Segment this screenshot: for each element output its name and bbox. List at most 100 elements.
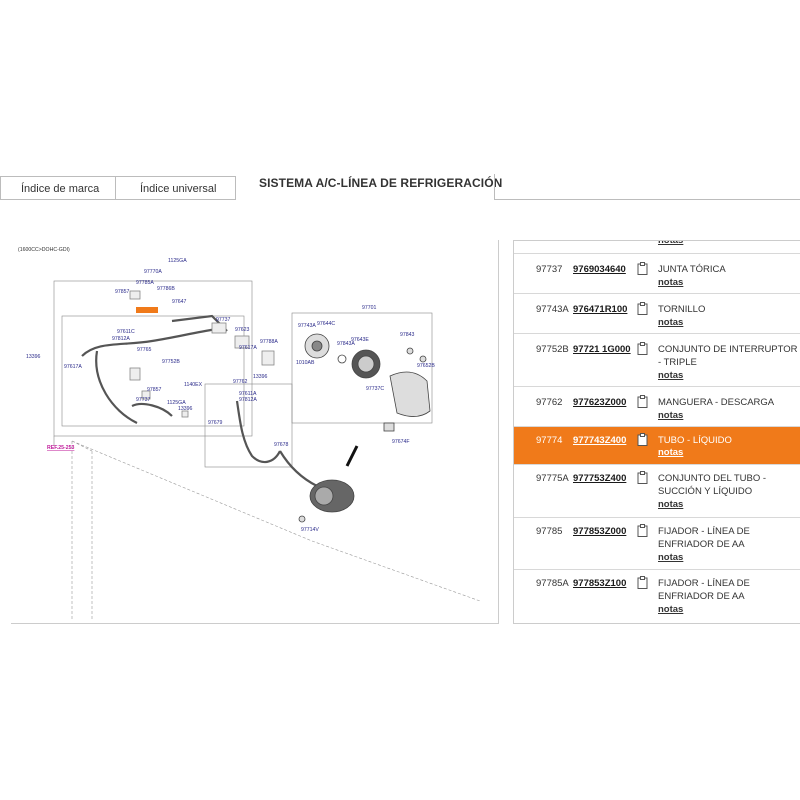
row-code: 97743A	[536, 304, 569, 315]
page-title: SISTEMA A/C-LÍNEA DE REFRIGERACIÓN	[259, 176, 503, 190]
diagram-label: 97611C	[117, 329, 135, 335]
notes-link[interactable]: notas	[658, 499, 684, 510]
diagram-boxes	[53, 280, 433, 468]
diagram-label: 97752B	[162, 359, 180, 365]
lower-compressor	[298, 445, 359, 523]
table-row[interactable]: 97775A 977753Z400 CONJUNTO DEL TUBO - SU…	[514, 465, 800, 518]
table-row[interactable]: 97743A 976471R100 TORNILLO notas	[514, 294, 800, 334]
diagram-label: 97623	[235, 327, 250, 333]
row-code: 97775A	[536, 473, 569, 484]
diagram-label: 97765	[137, 347, 152, 353]
part-description: TORNILLO	[658, 304, 706, 315]
clipboard-icon[interactable]	[637, 576, 648, 589]
diagram-label: 97857	[115, 289, 130, 295]
diagram-label: 97674F	[392, 439, 410, 445]
notes-link[interactable]: notas	[658, 552, 684, 563]
diagram-label: 97652B	[417, 363, 435, 369]
table-row[interactable]: 97785 977853Z000 FIJADOR - LÍNEA DE ENFR…	[514, 518, 800, 570]
diagram-label: 97743A	[298, 323, 316, 329]
diagram-label: 97644C	[317, 321, 335, 327]
part-number-link[interactable]: 977853Z100	[573, 578, 627, 589]
highlight-marker	[136, 307, 158, 313]
diagram-label: 97617A	[239, 345, 257, 351]
diagram-label: 97788A	[260, 339, 278, 345]
notes-link[interactable]: notas	[658, 370, 684, 381]
diagram-label: 1125GA	[168, 258, 187, 264]
diagram-label: 97611A	[239, 391, 257, 397]
table-row[interactable]: 97785A 977853Z100 FIJADOR - LÍNEA DE ENF…	[514, 570, 800, 623]
notes-link[interactable]: notas	[658, 604, 684, 615]
part-number-link[interactable]: 9769034640	[573, 264, 626, 275]
diagram-label: 97714V	[301, 527, 319, 533]
part-number-link[interactable]: 976471R100	[573, 304, 628, 315]
clipboard-icon[interactable]	[637, 395, 648, 408]
part-number-link[interactable]: 977743Z400	[573, 435, 627, 446]
condenser-outline	[71, 440, 481, 621]
diagram-label: 97643E	[351, 337, 369, 343]
diagram-label: 97679	[208, 420, 223, 426]
tab-brand-index[interactable]: Índice de marca	[0, 176, 116, 200]
notes-link[interactable]: notas	[658, 277, 684, 288]
diagram-label: 97843	[400, 332, 415, 338]
diagram-label: 97786B	[157, 286, 175, 292]
part-number-link[interactable]: 977853Z000	[573, 526, 627, 537]
clipboard-icon[interactable]	[637, 262, 648, 275]
diagram-svg: (1600CC>DOHC-GDI)	[18, 247, 481, 621]
notes-link[interactable]: notas	[658, 410, 684, 421]
diagram-label: 97812A	[112, 336, 130, 342]
notes-link[interactable]: notas	[658, 240, 684, 246]
diagram-label: 97812A	[239, 397, 257, 403]
row-code: 97752B	[536, 344, 569, 355]
clipboard-icon[interactable]	[637, 302, 648, 315]
ref-link: REF.25-253	[47, 445, 75, 451]
diagram-label: 97762	[233, 379, 248, 385]
diagram-label: 97785A	[136, 280, 154, 286]
notes-link[interactable]: notas	[658, 447, 684, 458]
clipboard-icon[interactable]	[637, 342, 648, 355]
notes-link[interactable]: notas	[658, 317, 684, 328]
diagram-label: 1140EX	[184, 382, 203, 388]
part-description: MANGUERA - DESCARGA	[658, 397, 775, 408]
diagram-label: 97770A	[144, 269, 162, 275]
part-number-link[interactable]: 977623Z000	[573, 397, 627, 408]
parts-diagram[interactable]: (1600CC>DOHC-GDI)	[12, 241, 481, 623]
compressor-parts	[304, 333, 431, 432]
part-number-link[interactable]: 977753Z400	[573, 473, 627, 484]
diagram-label: 1010AB	[296, 360, 315, 366]
diagram-label: 97647	[172, 299, 187, 305]
clipboard-icon[interactable]	[637, 524, 648, 537]
tab-universal-index[interactable]: Índice universal	[116, 176, 236, 200]
diagram-frame	[11, 240, 499, 624]
row-code: 97737	[536, 264, 563, 275]
table-row[interactable]: 97752B 97721 1G000 CONJUNTO DE INTERRUPT…	[514, 334, 800, 387]
part-number-link[interactable]: 97721 1G000	[573, 344, 631, 355]
diagram-label: 97737C	[366, 386, 384, 392]
diagram-label: 97701	[362, 305, 377, 311]
diagram-label: 97843A	[337, 341, 355, 347]
engine-label: (1600CC>DOHC-GDI)	[18, 247, 70, 253]
part-description: CONJUNTO DE INTERRUPTOR - TRIPLE	[658, 344, 798, 368]
part-description: TUBO - LÍQUIDO	[658, 435, 732, 446]
diagram-label: 97737	[216, 317, 231, 323]
clipboard-icon[interactable]	[637, 471, 648, 484]
diagram-label: 97857	[147, 387, 162, 393]
row-divider	[514, 252, 800, 254]
diagram-label: 97678	[274, 442, 289, 448]
part-description: FIJADOR - LÍNEA DE ENFRIADOR DE AA	[658, 578, 750, 602]
row-code: 97774	[536, 435, 563, 446]
diagram-label: 1125GA	[167, 400, 186, 406]
index-tabs: Índice de marca Índice universal	[0, 176, 236, 200]
table-row[interactable]: 97737 9769034640 JUNTA TÓRICA notas	[514, 254, 800, 294]
clipboard-icon[interactable]	[637, 433, 648, 446]
diagram-label: 13396	[253, 374, 268, 380]
part-description: FIJADOR - LÍNEA DE ENFRIADOR DE AA	[658, 526, 750, 550]
fittings	[129, 290, 275, 418]
diagram-label: 97737	[136, 397, 151, 403]
diagram-labels: 1125GA 97770A 97785A 97786B 97857 97647 …	[26, 258, 435, 533]
table-row[interactable]: 97762 977623Z000 MANGUERA - DESCARGA not…	[514, 387, 800, 427]
header-divider	[494, 174, 800, 200]
part-description: JUNTA TÓRICA	[658, 264, 726, 275]
table-row-selected[interactable]: 97774 977743Z400 TUBO - LÍQUIDO notas	[514, 427, 800, 465]
row-code: 97785	[536, 526, 563, 537]
tab-underline	[0, 199, 236, 200]
